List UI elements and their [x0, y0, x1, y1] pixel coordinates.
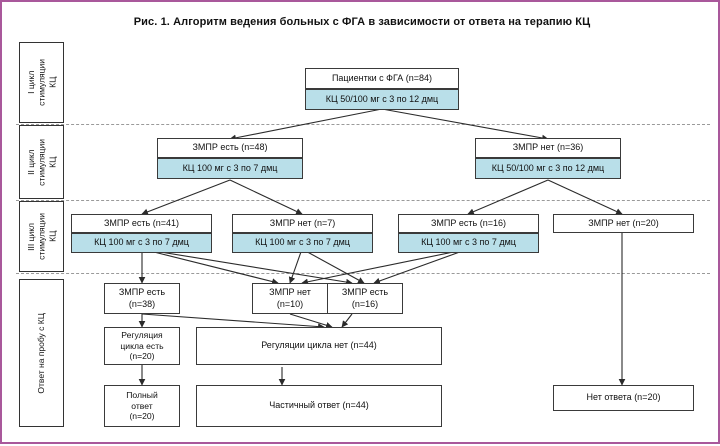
- node-treatment-zmpr-yes-48: КЦ 100 мг с 3 по 7 дмц: [157, 158, 303, 179]
- node-zmpr-no-36: ЗМПР нет (n=36): [475, 138, 621, 158]
- sidebar-item-cycle-3: III цикл стимуляции КЦ: [19, 201, 64, 272]
- sidebar-item-label: III цикл стимуляции КЦ: [25, 213, 57, 260]
- node-treatment-zmpr-yes-41: КЦ 100 мг с 3 по 7 дмц: [71, 233, 212, 253]
- node-cycle-regulation-no: Регуляции цикла нет (n=44): [196, 327, 442, 365]
- row-separator-2: [16, 200, 710, 201]
- node-zmpr-no-10: ЗМПР нет (n=10): [252, 283, 328, 314]
- node-zmpr-no-7: ЗМПР нет (n=7): [232, 214, 373, 233]
- node-cycle-regulation-yes: Регуляция цикла есть (n=20): [104, 327, 180, 365]
- node-treatment-cycle-1: КЦ 50/100 мг с 3 по 12 дмц: [305, 89, 459, 110]
- node-treatment-zmpr-no-7: КЦ 100 мг с 3 по 7 дмц: [232, 233, 373, 253]
- node-zmpr-yes-16-final: ЗМПР есть (n=16): [327, 283, 403, 314]
- sidebar-item-cycle-1: I цикл стимуляции КЦ: [19, 42, 64, 123]
- node-zmpr-no-20: ЗМПР нет (n=20): [553, 214, 694, 233]
- sidebar-item-label: II цикл стимуляции КЦ: [25, 138, 57, 186]
- sidebar-item-label: I цикл стимуляции КЦ: [25, 59, 57, 106]
- node-partial-response: Частичный ответ (n=44): [196, 385, 442, 427]
- node-zmpr-yes-38: ЗМПР есть (n=38): [104, 283, 180, 314]
- row-separator-3: [16, 273, 710, 274]
- node-patients-fga: Пациентки с ФГА (n=84): [305, 68, 459, 89]
- node-full-response: Полный ответ (n=20): [104, 385, 180, 427]
- node-no-response: Нет ответа (n=20): [553, 385, 694, 411]
- figure-title: Рис. 1. Алгоритм ведения больных с ФГА в…: [133, 16, 591, 28]
- sidebar-item-response: Ответ на пробу с КЦ: [19, 279, 64, 427]
- sidebar-item-cycle-2: II цикл стимуляции КЦ: [19, 125, 64, 199]
- node-zmpr-yes-16: ЗМПР есть (n=16): [398, 214, 539, 233]
- node-zmpr-yes-48: ЗМПР есть (n=48): [157, 138, 303, 158]
- node-zmpr-yes-41: ЗМПР есть (n=41): [71, 214, 212, 233]
- node-treatment-zmpr-yes-16: КЦ 100 мг с 3 по 7 дмц: [398, 233, 539, 253]
- sidebar-item-label: Ответ на пробу с КЦ: [36, 312, 47, 394]
- node-treatment-zmpr-no-36: КЦ 50/100 мг с 3 по 12 дмц: [475, 158, 621, 179]
- row-separator-1: [16, 124, 710, 125]
